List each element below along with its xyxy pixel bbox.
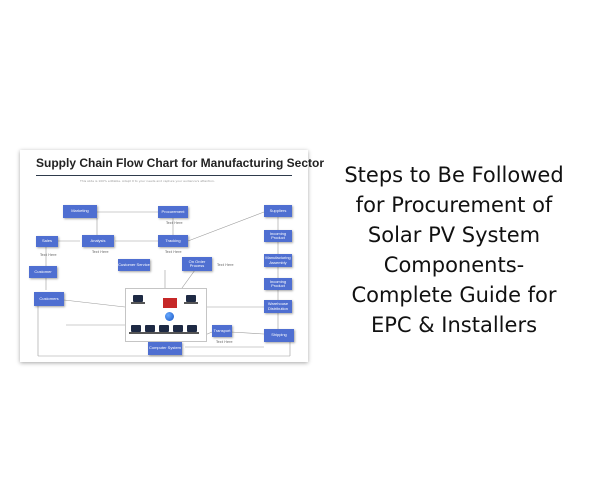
title-line: Solar PV System bbox=[367, 223, 541, 247]
title-divider bbox=[36, 175, 292, 176]
node-customer-service: Customer Service bbox=[118, 259, 150, 271]
note-on-order: Text Here bbox=[217, 263, 234, 267]
diagram-subtitle: This slide is 100% editable. Adapt it to… bbox=[80, 179, 215, 183]
note-transport: Text Here bbox=[216, 340, 233, 344]
node-warehouse-distribution: Warehouse Distribution bbox=[264, 300, 292, 313]
laptop-icon bbox=[157, 325, 171, 334]
supply-chain-diagram: Supply Chain Flow Chart for Manufacturin… bbox=[20, 150, 324, 362]
node-suppliers: Suppliers bbox=[264, 205, 292, 217]
globe-icon bbox=[165, 312, 174, 321]
article-title: Steps to Be Followed for Procurement of … bbox=[318, 160, 590, 340]
note-tracking: Text Here bbox=[165, 250, 182, 254]
node-incoming-product: Incoming Product bbox=[264, 230, 292, 242]
laptop-icon bbox=[185, 325, 199, 334]
node-on-order-process: On Order Process bbox=[182, 257, 212, 271]
laptop-icon bbox=[143, 325, 157, 334]
note-procurement: Text Here bbox=[166, 221, 183, 225]
node-sales: Sales bbox=[36, 236, 58, 247]
node-incoming-packaging: Incoming Product bbox=[264, 278, 292, 290]
connector-lines bbox=[37, 211, 291, 357]
node-tracking: Tracking bbox=[158, 235, 188, 247]
node-shipping: Shipping bbox=[264, 329, 294, 342]
laptop-icon bbox=[129, 325, 143, 334]
node-manufacturing-assembly: Manufacturing Assembly bbox=[264, 254, 292, 267]
node-computer-system: Computer System bbox=[148, 342, 182, 355]
title-line: for Procurement of bbox=[355, 193, 553, 217]
node-analysis: Analysis bbox=[82, 235, 114, 247]
node-customers: Customers bbox=[34, 292, 64, 306]
note-analysis: Text Here bbox=[92, 250, 109, 254]
laptop-icon bbox=[171, 325, 185, 334]
node-procurement: Procurement bbox=[158, 206, 188, 218]
node-marketing: Marketing bbox=[63, 205, 97, 218]
title-line: Complete Guide for bbox=[351, 283, 557, 307]
diagram-title: Supply Chain Flow Chart for Manufacturin… bbox=[36, 156, 325, 170]
note-sales: Text Here bbox=[40, 253, 57, 257]
computer-network-illustration bbox=[125, 288, 207, 342]
node-transport: Transport bbox=[212, 325, 232, 337]
node-customer-left: Customer bbox=[29, 266, 57, 278]
laptop-icon bbox=[131, 295, 145, 304]
title-line: EPC & Installers bbox=[370, 313, 538, 337]
title-line: Steps to Be Followed bbox=[344, 163, 564, 187]
title-line: Components- bbox=[383, 253, 525, 277]
server-icon bbox=[163, 298, 177, 308]
laptop-icon bbox=[184, 295, 198, 304]
